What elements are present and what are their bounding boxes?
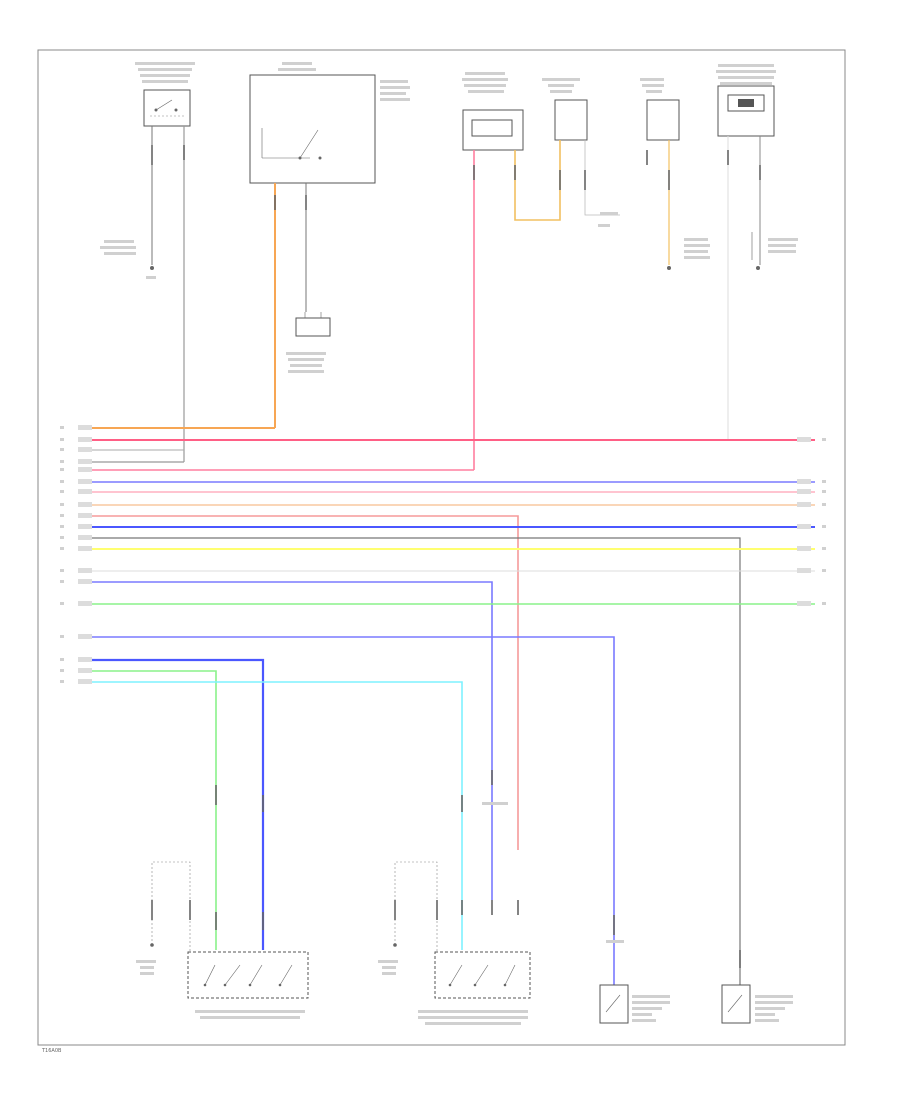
left-rear-door-switch (599, 984, 629, 1024)
label-texture (60, 62, 826, 1025)
right-rear-door-switch (721, 984, 751, 1024)
bus-right-labels (797, 437, 811, 606)
diagram-border (37, 49, 846, 1046)
relay-box (249, 74, 376, 184)
footer-code: T16A0B (41, 1048, 62, 1054)
junction-block-1 (554, 99, 588, 141)
junction-block-2 (646, 99, 680, 141)
top-left-switch (143, 89, 191, 127)
top-right-switch (717, 85, 775, 137)
left-power-window-master-switch (187, 951, 309, 999)
horizontal-bus (78, 427, 815, 990)
bus-left-labels (78, 425, 92, 684)
connector-marks-bottom (151, 770, 741, 968)
body-ecu (462, 109, 524, 151)
battery-symbol (295, 312, 331, 337)
front-passenger-window-switch (434, 951, 531, 999)
connector-marks-top (151, 145, 761, 210)
bottom-ground-leads (150, 861, 438, 952)
ground-points-top (150, 266, 760, 270)
